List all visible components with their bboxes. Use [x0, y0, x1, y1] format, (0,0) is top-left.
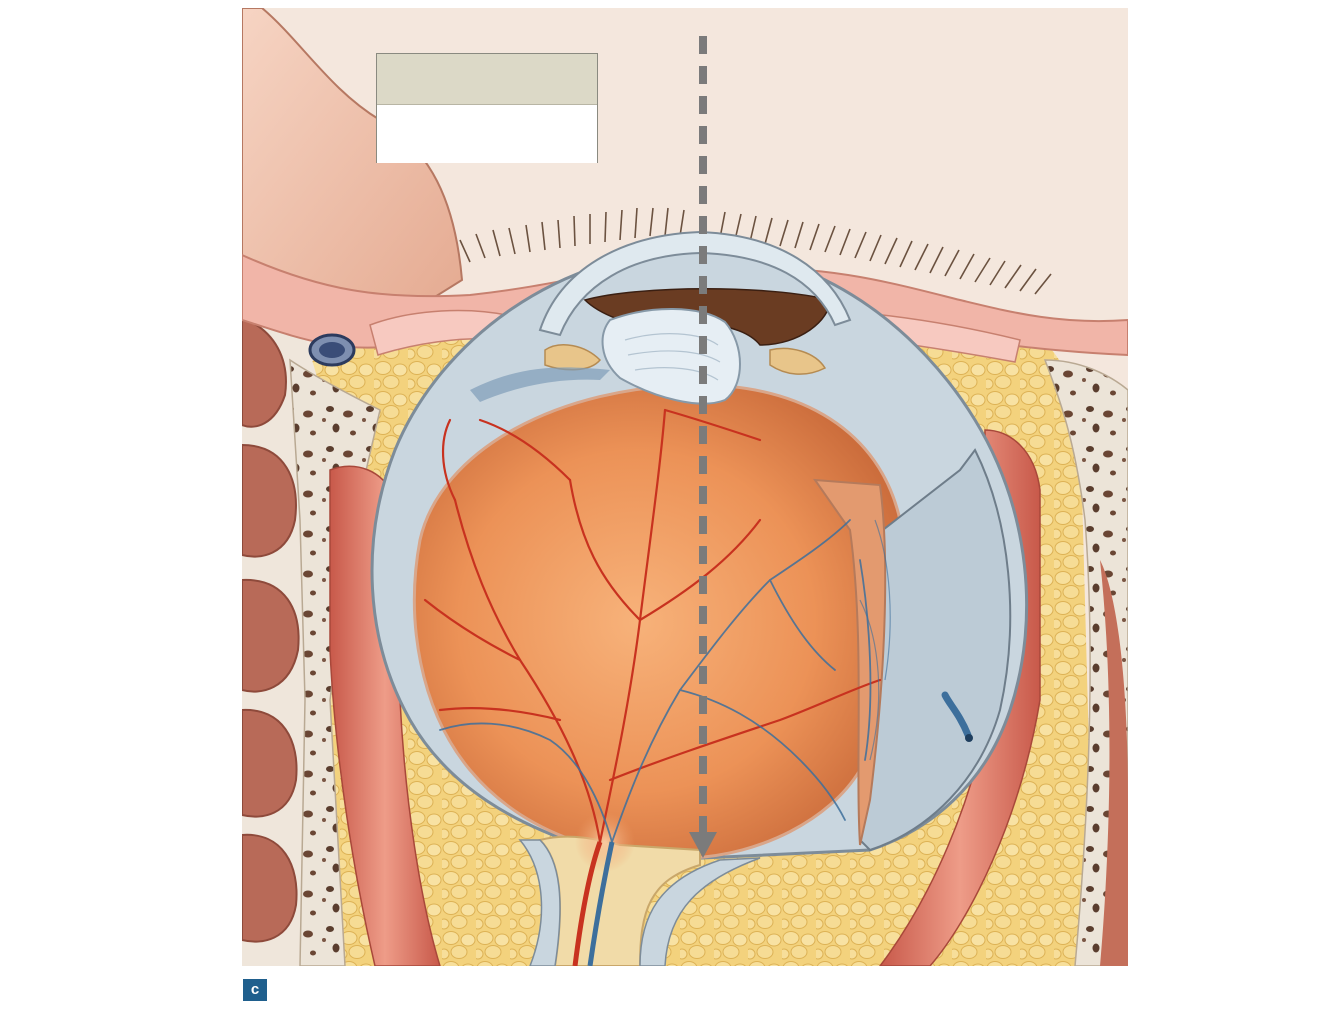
retinal-arteries [423, 408, 882, 844]
nasal-conchae [242, 316, 300, 943]
vortex-vein-opening [965, 734, 973, 742]
retinal-veins [439, 519, 872, 843]
lateral-orbital-bone [1043, 359, 1128, 966]
optic-disc [575, 812, 635, 872]
label-box [376, 53, 598, 163]
suspensory-ligament [470, 367, 610, 402]
eyelashes [459, 207, 1052, 295]
vortex-vein [941, 691, 972, 739]
optic-nerve-sheath [518, 839, 561, 966]
visual-axis-arrowhead [689, 832, 717, 858]
central-retinal-artery [572, 841, 603, 966]
medial-orbital-bone [289, 358, 381, 966]
cornea [538, 230, 852, 337]
panel-label: c [243, 979, 267, 1001]
central-retinal-vein [587, 841, 615, 966]
label-box-bottom [377, 105, 597, 163]
ciliary-body-right [769, 347, 827, 375]
lacrimal-canal-inner [319, 342, 345, 358]
lens-fibers [624, 333, 721, 381]
label-box-top [377, 54, 597, 105]
temporal-muscle [1100, 560, 1128, 966]
optic-nerve-sheath-right [639, 857, 761, 966]
choroid-vessels [859, 519, 891, 761]
